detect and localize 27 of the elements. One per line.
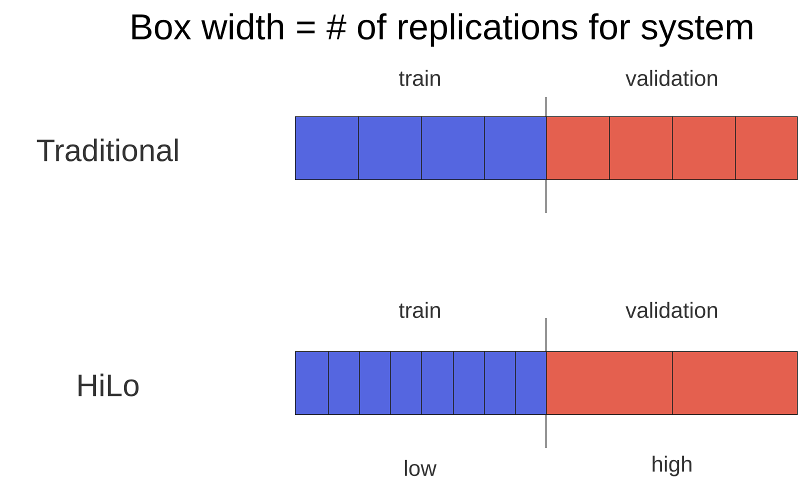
cell — [672, 351, 798, 415]
label: train — [398, 70, 440, 86]
cell — [359, 351, 391, 415]
cell — [421, 116, 485, 180]
title: Box width = # of replications for system — [132, 13, 752, 47]
cell — [484, 351, 516, 415]
label: high — [652, 456, 692, 476]
label: train — [398, 302, 440, 318]
cell — [546, 351, 673, 415]
cell — [484, 116, 547, 180]
cell — [546, 116, 610, 180]
cell — [295, 351, 329, 415]
cell — [358, 116, 422, 180]
label: validation — [626, 70, 718, 86]
label: Traditional — [36, 138, 178, 162]
cell — [453, 351, 485, 415]
cell — [672, 116, 736, 180]
label: validation — [626, 302, 718, 318]
cell — [295, 116, 359, 180]
cell — [421, 351, 454, 415]
label: low — [405, 460, 437, 476]
cell — [390, 351, 422, 415]
cell — [515, 351, 547, 415]
label: HiLo — [78, 374, 139, 396]
cell — [735, 116, 798, 180]
cell — [609, 116, 673, 180]
cell — [328, 351, 360, 415]
